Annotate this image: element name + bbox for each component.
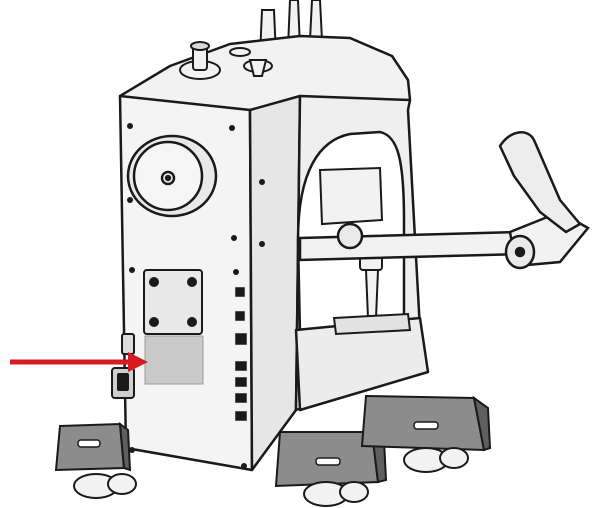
panel-screws (127, 123, 265, 469)
connector-plate (143, 269, 203, 335)
side-ports (235, 287, 247, 421)
side-panel (248, 94, 302, 472)
top-controls (179, 41, 273, 80)
label-plate (144, 335, 204, 385)
foot-slots (77, 421, 439, 466)
power-switch (111, 333, 135, 399)
handlebar (298, 131, 590, 270)
callout-arrow (10, 352, 148, 372)
handwheel (126, 134, 218, 218)
casters (73, 447, 469, 507)
